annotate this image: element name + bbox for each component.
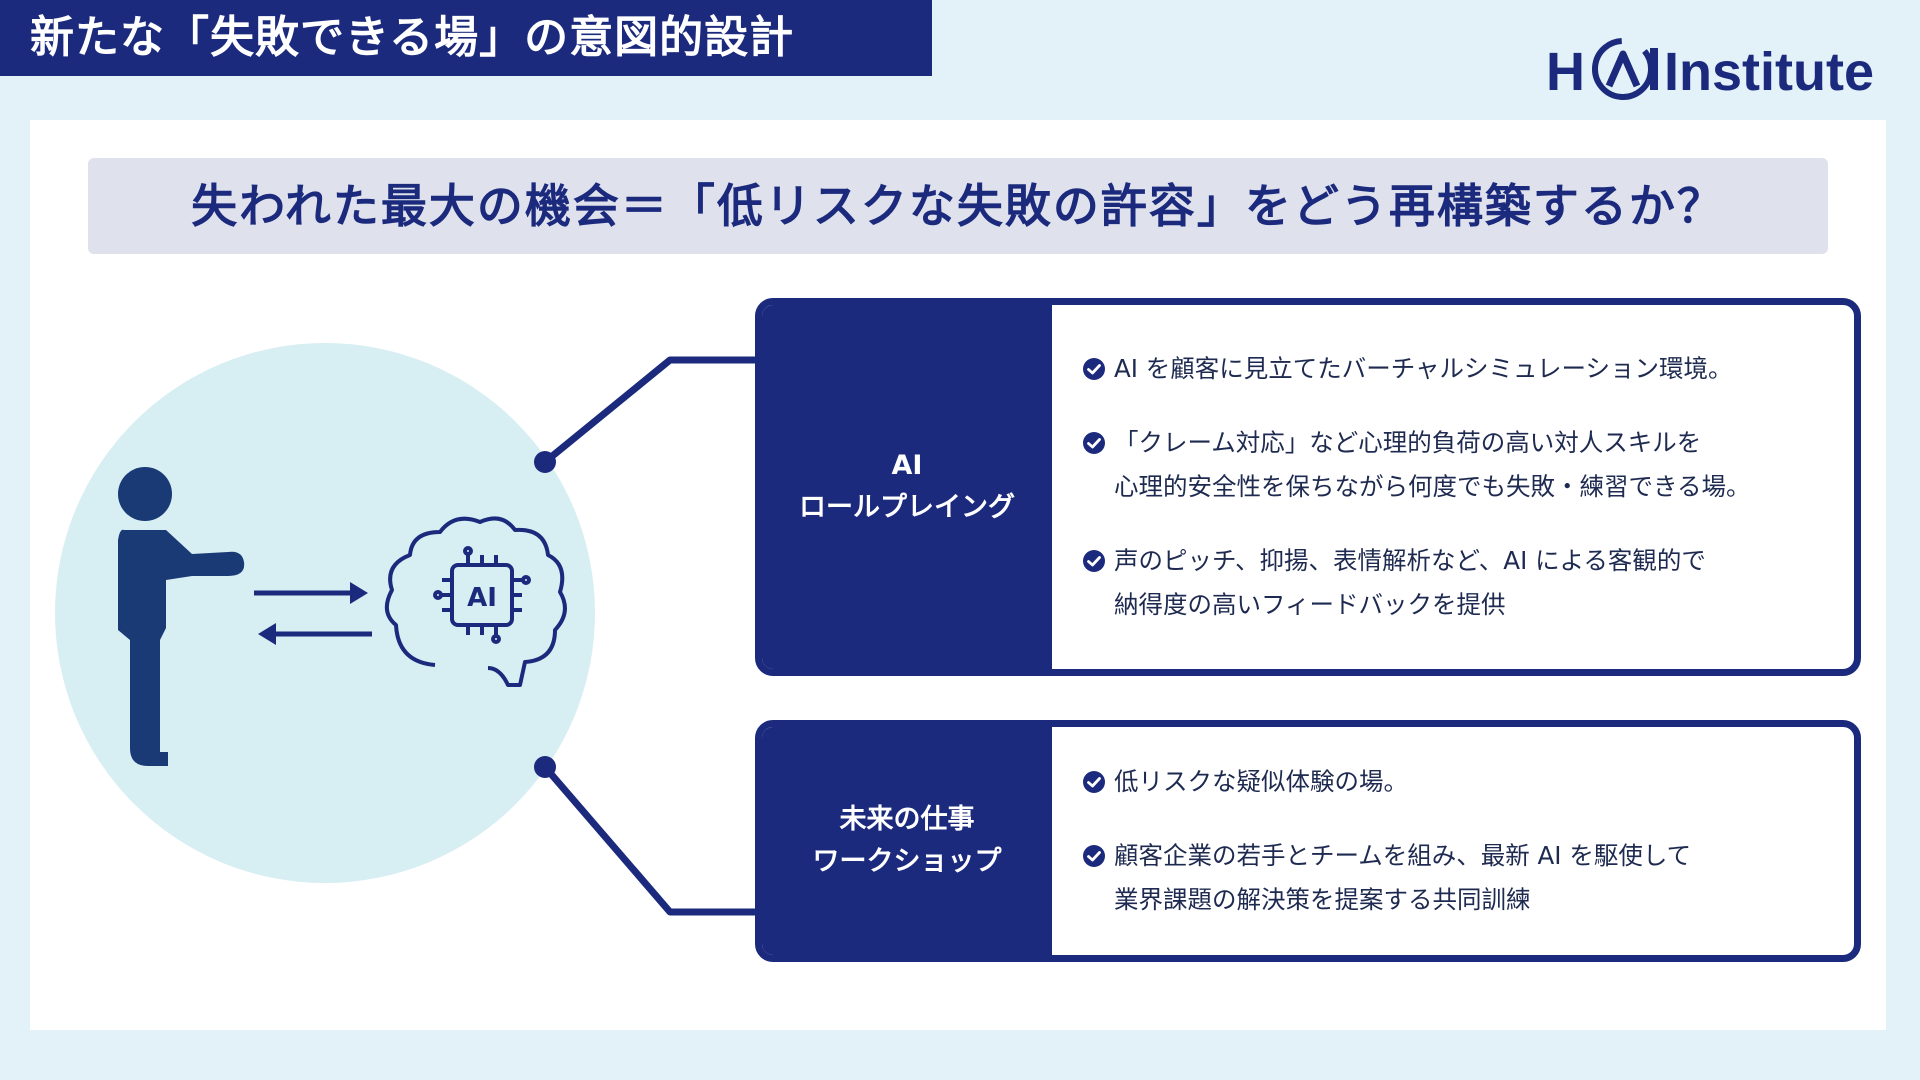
- list-item-line: 業界課題の解決策を提案する共同訓練: [1114, 885, 1531, 914]
- check-circle-icon: [1083, 432, 1105, 454]
- logo: H Institute: [1546, 38, 1874, 102]
- logo-caret-icon: [1605, 50, 1641, 88]
- card-label-line: AI: [891, 450, 923, 481]
- check-circle-icon: [1083, 358, 1105, 380]
- list-item-line: AI を顧客に見立てたバーチャルシミュレーション環境。: [1114, 354, 1733, 383]
- list-item: 顧客企業の若手とチームを組み、最新 AI を駆使して 業界課題の解決策を提案する…: [1082, 834, 1854, 922]
- logo-bar-icon: [1650, 48, 1658, 90]
- list-item-text: 低リスクな疑似体験の場。: [1114, 760, 1408, 804]
- list-item-text: 「クレーム対応」など心理的負荷の高い対人スキルを 心理的安全性を保ちながら何度で…: [1114, 421, 1751, 509]
- list-item: 低リスクな疑似体験の場。: [1082, 760, 1854, 804]
- list-item-line: 顧客企業の若手とチームを組み、最新 AI を駆使して: [1114, 841, 1692, 870]
- list-item-line: 低リスクな疑似体験の場。: [1114, 767, 1408, 796]
- check-circle-icon: [1083, 771, 1105, 793]
- list-item-text: 声のピッチ、抑揚、表情解析など、AI による客観的で 納得度の高いフィードバック…: [1114, 539, 1706, 627]
- check-circle-icon: [1083, 845, 1105, 867]
- list-item: AI を顧客に見立てたバーチャルシミュレーション環境。: [1082, 347, 1854, 391]
- card-label-line: ワークショップ: [812, 846, 1002, 877]
- logo-text: Institute: [1664, 42, 1874, 102]
- list-item-text: 顧客企業の若手とチームを組み、最新 AI を駆使して 業界課題の解決策を提案する…: [1114, 834, 1691, 922]
- card-ai-roleplay: AI ロールプレイング AI を顧客に見立てたバーチャルシミュレーション環境。 …: [755, 298, 1861, 676]
- page-title: 新たな「失敗できる場」の意図的設計: [0, 0, 932, 76]
- list-item-line: 「クレーム対応」など心理的負荷の高い対人スキルを: [1114, 428, 1702, 457]
- list-item-text: AI を顧客に見立てたバーチャルシミュレーション環境。: [1114, 347, 1733, 391]
- list-item-line: 心理的安全性を保ちながら何度でも失敗・練習できる場。: [1114, 472, 1751, 501]
- logo-letter-h: H: [1546, 42, 1585, 102]
- list-item-line: 声のピッチ、抑揚、表情解析など、AI による客観的で: [1114, 546, 1706, 575]
- check-circle-icon: [1083, 550, 1105, 572]
- card-label-line: 未来の仕事: [839, 804, 975, 835]
- list-item-line: 納得度の高いフィードバックを提供: [1114, 590, 1506, 619]
- card-body: 低リスクな疑似体験の場。 顧客企業の若手とチームを組み、最新 AI を駆使して …: [1052, 727, 1854, 955]
- card-label: 未来の仕事 ワークショップ: [762, 727, 1052, 955]
- subtitle-banner: 失われた最大の機会＝「低リスクな失敗の許容」をどう再構築するか？: [88, 158, 1828, 254]
- list-item: 声のピッチ、抑揚、表情解析など、AI による客観的で 納得度の高いフィードバック…: [1082, 539, 1854, 627]
- card-body: AI を顧客に見立てたバーチャルシミュレーション環境。 「クレーム対応」など心理…: [1052, 305, 1854, 669]
- card-future-work-workshop: 未来の仕事 ワークショップ 低リスクな疑似体験の場。 顧客企業の若手とチームを組…: [755, 720, 1861, 962]
- card-label-line: ロールプレイング: [799, 492, 1015, 523]
- list-item: 「クレーム対応」など心理的負荷の高い対人スキルを 心理的安全性を保ちながら何度で…: [1082, 421, 1854, 509]
- card-label: AI ロールプレイング: [762, 305, 1052, 669]
